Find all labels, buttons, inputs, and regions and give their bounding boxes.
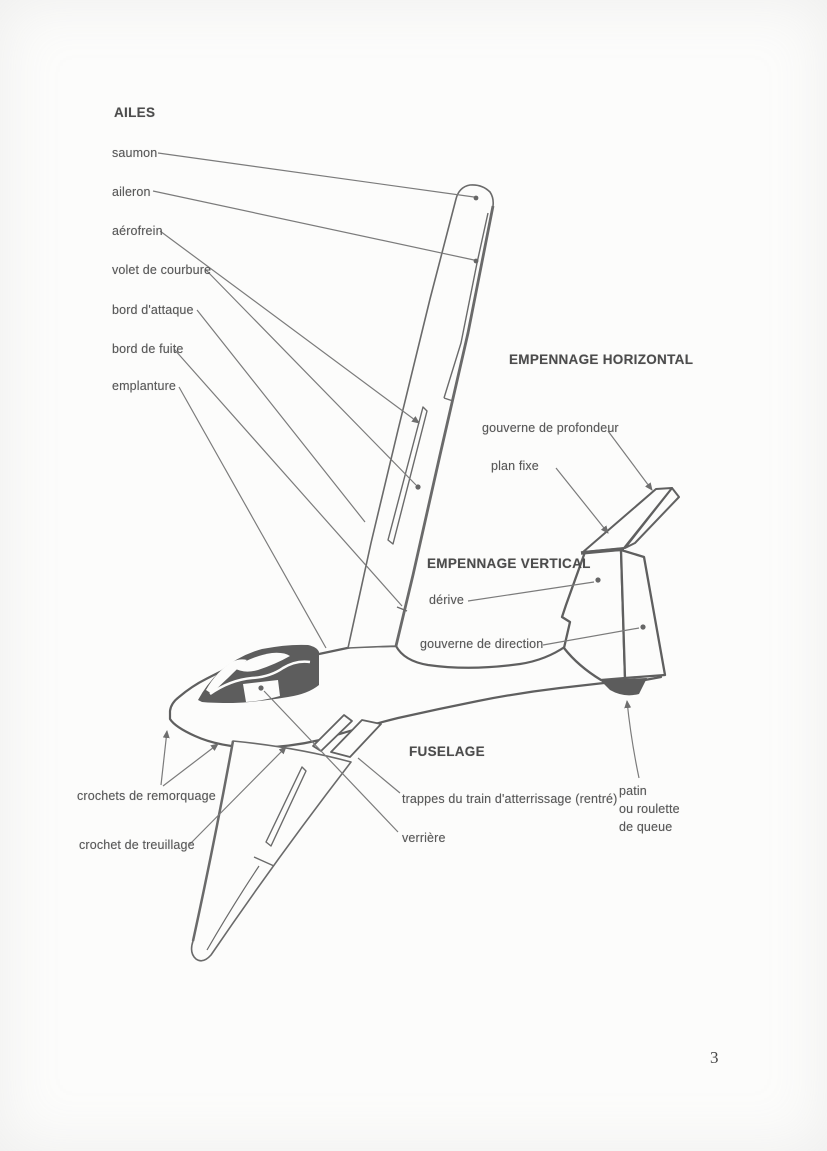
leader-crochet-belly bbox=[162, 743, 219, 787]
heading-empennage-horizontal: EMPENNAGE HORIZONTAL bbox=[509, 352, 694, 367]
heading-empennage-vertical: EMPENNAGE VERTICAL bbox=[427, 556, 591, 571]
label-emplanture: emplanture bbox=[112, 379, 177, 393]
rudder bbox=[619, 548, 667, 680]
leader-crochet-nose bbox=[160, 730, 170, 786]
heading-fuselage: FUSELAGE bbox=[409, 744, 485, 759]
aileron-hinge-line bbox=[443, 212, 489, 402]
label-gouverne-profondeur: gouverne de profondeur bbox=[482, 421, 619, 435]
label-bord-attaque: bord d'attaque bbox=[112, 303, 194, 317]
tail-skid bbox=[600, 678, 647, 696]
left-airbrake-slot bbox=[265, 766, 307, 847]
label-patin-line1: patin bbox=[619, 784, 647, 798]
leader-direction bbox=[542, 627, 640, 646]
leader-dots bbox=[258, 195, 646, 691]
label-gouverne-direction: gouverne de direction bbox=[420, 637, 544, 651]
label-crochets-remorquage: crochets de remorquage bbox=[77, 789, 216, 803]
landing-gear-doors bbox=[312, 714, 382, 758]
label-bord-fuite: bord de fuite bbox=[112, 342, 184, 356]
left-wing-break bbox=[253, 856, 275, 867]
leader-aileron bbox=[152, 190, 475, 261]
leader-volet bbox=[204, 268, 417, 486]
label-aileron: aileron bbox=[112, 185, 151, 199]
heading-ailes: AILES bbox=[114, 105, 156, 120]
leader-derive bbox=[467, 581, 595, 602]
fin bbox=[560, 548, 627, 682]
label-derive: dérive bbox=[429, 593, 464, 607]
leader-profondeur bbox=[607, 430, 653, 491]
label-aerofrein: aérofrein bbox=[112, 224, 163, 238]
leader-patin bbox=[624, 700, 640, 779]
leader-aerofrein bbox=[159, 230, 420, 424]
label-saumon: saumon bbox=[112, 146, 158, 160]
wing-root-break bbox=[396, 606, 408, 612]
leader-trappes bbox=[357, 757, 401, 794]
leader-treuillage bbox=[189, 746, 287, 845]
label-trappes: trappes du train d'atterrissage (rentré) bbox=[402, 792, 618, 806]
leader-emplanture bbox=[178, 386, 327, 649]
page-number: 3 bbox=[710, 1048, 719, 1067]
label-patin-line2: ou roulette bbox=[619, 802, 680, 816]
label-verriere: verrière bbox=[402, 831, 446, 845]
vertical-tail bbox=[560, 548, 667, 682]
label-patin-roulette-queue: patin ou roulette de queue bbox=[619, 782, 689, 836]
leader-plan-fixe bbox=[555, 467, 609, 534]
label-crochet-treuillage: crochet de treuillage bbox=[79, 838, 195, 852]
left-wing-inner-line bbox=[206, 865, 260, 951]
leader-lines bbox=[152, 152, 653, 845]
leader-saumon bbox=[157, 152, 475, 198]
horizontal-tail-near bbox=[580, 487, 673, 555]
label-plan-fixe: plan fixe bbox=[491, 459, 539, 473]
right-wing bbox=[347, 184, 495, 649]
label-volet-de-courbure: volet de courbure bbox=[112, 263, 212, 277]
left-wing bbox=[190, 740, 352, 962]
label-patin-line3: de queue bbox=[619, 820, 673, 834]
leader-bord-attaque bbox=[196, 309, 366, 523]
canopy bbox=[198, 644, 319, 703]
leader-bord-fuite bbox=[173, 348, 403, 607]
leader-verriere bbox=[263, 690, 399, 833]
